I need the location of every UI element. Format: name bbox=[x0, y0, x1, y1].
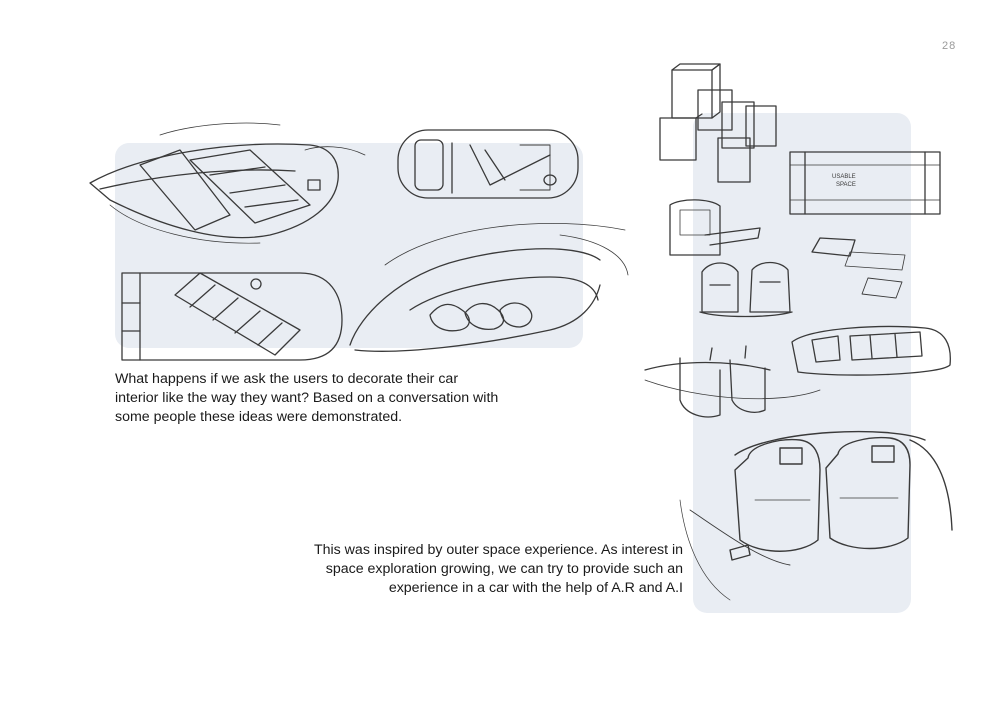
interior-sketches-right: USABLE SPACE bbox=[644, 63, 953, 601]
sketch-top-view-capsule bbox=[397, 129, 579, 199]
sketch-top-view-seats bbox=[121, 272, 343, 361]
sketch-large-seats bbox=[679, 430, 953, 601]
sketch-vehicle-side bbox=[791, 325, 951, 376]
sketch-modular-boxes bbox=[659, 63, 777, 183]
caption-outer-space: This was inspired by outer space experie… bbox=[313, 542, 683, 596]
sketch-two-seats bbox=[699, 261, 793, 318]
interior-sketches-left bbox=[89, 122, 629, 361]
usable-space-line-1: USABLE bbox=[832, 174, 856, 180]
sketch-seat-table bbox=[669, 199, 906, 299]
sketch-angled-seats bbox=[89, 122, 366, 244]
sketch-perspective-interior bbox=[349, 223, 629, 352]
page-number: 28 bbox=[942, 40, 957, 52]
sketch-usable-space-box bbox=[789, 151, 941, 215]
sketch-reclining-seats bbox=[644, 345, 821, 418]
usable-space-line-2: SPACE bbox=[836, 182, 856, 188]
caption-decorate-interior: What happens if we ask the users to deco… bbox=[115, 371, 499, 425]
usable-space-annotation: USABLE SPACE bbox=[832, 174, 857, 188]
